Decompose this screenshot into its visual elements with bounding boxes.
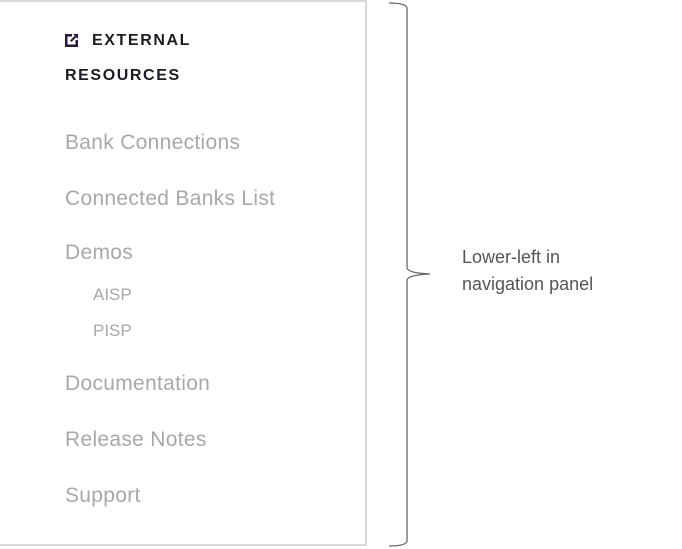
nav-item-connected-banks-list[interactable]: Connected Banks List — [65, 187, 276, 210]
nav-item-release-notes[interactable]: Release Notes — [65, 428, 207, 451]
annotation-line1: Lower-left in — [462, 247, 561, 267]
annotation-line2: navigation panel — [462, 274, 594, 294]
nav-subitem-pisp[interactable]: PISP — [93, 321, 132, 340]
section-header-line1: EXTERNAL — [92, 32, 192, 49]
nav-item-support[interactable]: Support — [65, 484, 141, 507]
external-link-icon — [65, 34, 78, 47]
annotation-text: Lower-left in navigation panel — [462, 244, 593, 298]
navigation-panel — [0, 0, 367, 546]
nav-item-documentation[interactable]: Documentation — [65, 372, 211, 395]
section-header-line2: RESOURCES — [65, 67, 181, 84]
nav-subitem-aisp[interactable]: AISP — [93, 285, 132, 304]
curly-brace-annotation — [388, 2, 431, 547]
nav-item-demos[interactable]: Demos — [65, 241, 134, 264]
nav-item-bank-connections[interactable]: Bank Connections — [65, 131, 241, 154]
